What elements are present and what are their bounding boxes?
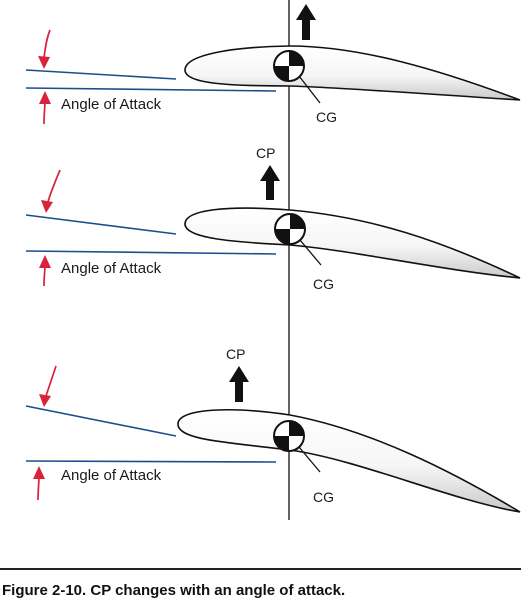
angle-arrow-down xyxy=(39,365,57,407)
cg-leader-line xyxy=(298,75,321,104)
airfoil xyxy=(184,207,521,279)
chord-reference-line xyxy=(25,250,277,255)
relative-wind-line xyxy=(25,69,177,80)
relative-wind-line xyxy=(25,214,177,235)
chord-reference-line xyxy=(25,87,277,92)
angle-of-attack-label: Angle of Attack xyxy=(61,96,162,113)
airfoil xyxy=(177,409,521,513)
angle-arrow-up xyxy=(39,91,51,125)
lift-arrow xyxy=(296,4,316,40)
cg-leader-line xyxy=(299,239,322,266)
panel-2: CP CG Angle of Attack xyxy=(25,145,521,292)
cg-label: CG xyxy=(313,276,334,292)
lift-arrow xyxy=(260,165,280,200)
cp-label: CP xyxy=(226,346,245,362)
cp-label: CP xyxy=(256,145,275,161)
lift-arrow xyxy=(229,366,249,402)
cg-label: CG xyxy=(316,109,337,125)
cg-symbol xyxy=(273,420,305,452)
angle-arrow-up xyxy=(33,466,45,501)
figure-caption: Figure 2-10. CP changes with an angle of… xyxy=(2,582,346,599)
cg-symbol xyxy=(273,50,305,82)
panel-3: CP CG Angle of Attack xyxy=(25,346,521,513)
cp-angle-of-attack-diagram: CG Angle of Attack CP CG xyxy=(25,0,521,520)
chord-reference-line xyxy=(25,460,277,463)
angle-arrow-up xyxy=(39,255,51,287)
panel-1: CG Angle of Attack xyxy=(25,4,521,125)
caption-divider xyxy=(0,568,521,570)
airfoil xyxy=(184,45,521,101)
cg-leader-line xyxy=(298,446,321,473)
cg-symbol xyxy=(274,213,306,245)
angle-arrow-down xyxy=(38,29,51,69)
cg-label: CG xyxy=(313,489,334,505)
angle-arrow-down xyxy=(41,169,61,213)
angle-of-attack-label: Angle of Attack xyxy=(61,467,162,484)
angle-of-attack-label: Angle of Attack xyxy=(61,260,162,277)
relative-wind-line xyxy=(25,405,177,437)
